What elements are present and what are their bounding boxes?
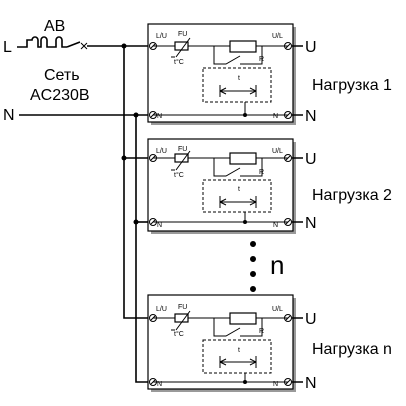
output-u-label: U xyxy=(305,39,317,56)
output-u-label: U xyxy=(305,311,317,328)
output-n-label: N xyxy=(305,108,317,125)
junction-dot xyxy=(133,112,139,118)
terminal-icon xyxy=(149,154,157,162)
timer-box xyxy=(202,339,272,374)
timer-arrow xyxy=(219,356,257,368)
terminal-icon xyxy=(149,218,157,226)
terminal-icon xyxy=(149,111,157,119)
output-u-label: U xyxy=(305,151,317,168)
thermostat-symbol xyxy=(171,150,191,171)
terminal-icon xyxy=(284,42,292,50)
timer-arrow xyxy=(219,196,257,208)
terminal-icon xyxy=(284,154,292,162)
terminal-icon xyxy=(284,111,292,119)
neutral-label: N xyxy=(273,381,278,388)
junction-dot xyxy=(243,113,247,117)
timer-arrow xyxy=(219,85,257,97)
relay-coil xyxy=(229,312,257,325)
thermostat-label: t°C xyxy=(174,171,184,179)
line-bus xyxy=(123,46,149,319)
timer-label: t xyxy=(238,347,240,354)
voltage-label: AC230B xyxy=(30,87,90,104)
relay-contact xyxy=(213,46,263,65)
relay-contact xyxy=(213,158,263,177)
junction-dot xyxy=(243,220,247,224)
load-unit-n: L/U U/L FU t°C R N N t U N Нагрузка n xyxy=(147,294,392,392)
terminal-icon xyxy=(284,218,292,226)
load-unit-2: L/U U/L FU t°C R N N t U N Нагрузка 2 xyxy=(147,138,392,234)
lu-label: L/U xyxy=(156,33,167,40)
junction-dot xyxy=(121,43,127,49)
relay-contact xyxy=(213,318,263,337)
thermostat-label: t°C xyxy=(174,58,184,66)
load-name: Нагрузка n xyxy=(312,341,392,358)
relay-coil xyxy=(229,40,257,53)
thermostat-symbol xyxy=(171,37,191,58)
lu-label: L/U xyxy=(156,306,167,313)
ellipsis-label: n xyxy=(270,250,284,280)
junction-dot xyxy=(243,380,247,384)
output-n-label: N xyxy=(305,215,317,232)
terminal-icon xyxy=(284,314,292,322)
relay-coil xyxy=(229,152,257,165)
ul-label: U/L xyxy=(272,33,283,40)
thermostat-symbol xyxy=(171,310,191,331)
line-label: L xyxy=(3,39,12,56)
circuit-breaker-symbol xyxy=(17,36,124,50)
load-unit-1: L/U U/L FU t°C R N N t U N Нагрузка 1 xyxy=(147,23,392,125)
neutral-label: N xyxy=(273,113,278,120)
breaker-label: АВ xyxy=(44,18,65,35)
neutral-bus xyxy=(135,115,149,383)
thermostat-label: t°C xyxy=(174,330,184,338)
terminal-icon xyxy=(284,378,292,386)
junction-dot xyxy=(133,219,139,225)
junction-dot xyxy=(121,155,127,161)
neutral-label: N xyxy=(273,222,278,229)
fuse-symbol xyxy=(174,313,189,323)
neutral-label: N xyxy=(157,113,162,120)
ellipsis-indicator: n xyxy=(250,241,284,292)
output-n-label: N xyxy=(305,375,317,392)
terminal-icon xyxy=(149,378,157,386)
neutral-label: N xyxy=(3,107,15,124)
ul-label: U/L xyxy=(272,148,283,155)
network-label: Сеть xyxy=(44,67,80,84)
lu-label: L/U xyxy=(156,148,167,155)
fuse-label: FU xyxy=(178,31,187,38)
timer-label: t xyxy=(238,75,240,82)
fuse-label: FU xyxy=(178,146,187,153)
timer-label: t xyxy=(238,186,240,193)
terminal-icon xyxy=(149,42,157,50)
load-name: Нагрузка 1 xyxy=(312,77,392,94)
neutral-label: N xyxy=(157,381,162,388)
fuse-label: FU xyxy=(178,304,187,311)
neutral-label: N xyxy=(157,222,162,229)
fuse-symbol xyxy=(174,153,189,163)
load-name: Нагрузка 2 xyxy=(312,187,392,204)
timer-box xyxy=(202,67,272,103)
ul-label: U/L xyxy=(272,306,283,313)
terminal-icon xyxy=(149,314,157,322)
